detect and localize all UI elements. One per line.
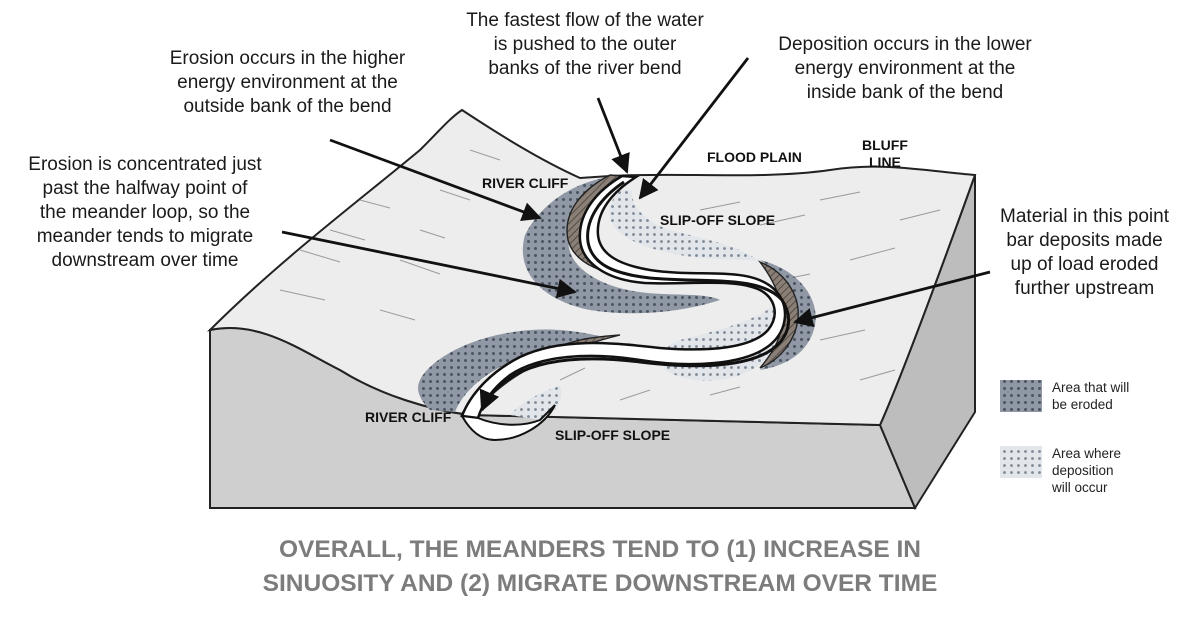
- annotation-erosion-outside: Erosion occurs in the higher energy envi…: [169, 48, 406, 117]
- legend-deposition-text: Area where deposition will occur: [1052, 446, 1122, 495]
- surface-texture-lines: [279, 149, 941, 401]
- label-river-cliff-top: RIVER CLIFF: [482, 175, 569, 191]
- label-flood-plain: FLOOD PLAIN: [707, 149, 802, 165]
- legend-swatch-eroded: [1000, 380, 1042, 412]
- thalweg-arrow: [479, 180, 791, 412]
- annotation-fastest-flow: The fastest flow of the water is pushed …: [466, 10, 704, 79]
- label-slip-off-top: SLIP-OFF SLOPE: [660, 212, 776, 228]
- legend-eroded-text: Area that will be eroded: [1052, 380, 1130, 412]
- annotation-erosion-concentrated: Erosion is concentrated just past the ha…: [28, 154, 262, 271]
- annotation-deposition-inside: Deposition occurs in the lower energy en…: [778, 34, 1032, 103]
- annotation-point-bar-material: Material in this point bar deposits made…: [1000, 206, 1169, 299]
- erosion-zone-right: [760, 260, 816, 370]
- conclusion-text: OVERALL, THE MEANDERS TEND TO (1) INCREA…: [262, 536, 938, 597]
- label-slip-off-bottom: SLIP-OFF SLOPE: [555, 427, 671, 443]
- annotation-arrows: [281, 57, 991, 328]
- erosion-zone-lower: [418, 329, 600, 412]
- label-bluff-line: BLUFF LINE: [862, 137, 908, 170]
- legend-swatch-deposition: [1000, 446, 1042, 478]
- slip-off-lower-tongue: [460, 404, 556, 442]
- label-river-cliff-bottom: RIVER CLIFF: [365, 409, 452, 425]
- deposition-zone-upper: [609, 190, 760, 262]
